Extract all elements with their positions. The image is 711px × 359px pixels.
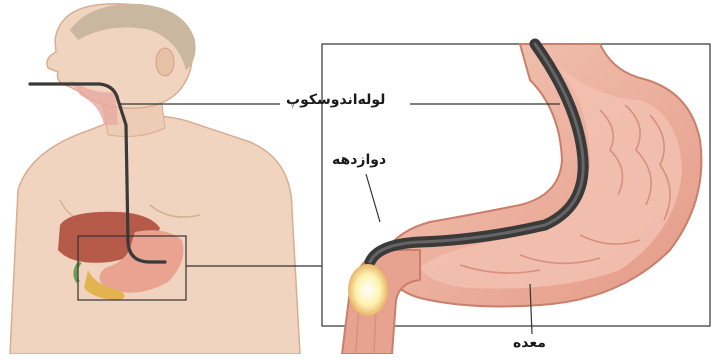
endoscope-tube-label: لوله‌اندوسکوپ (286, 92, 385, 108)
duodenum-label: دوازدهه (332, 152, 386, 168)
stomach-detail-panel (322, 44, 710, 354)
human-figure-illustration (10, 4, 300, 354)
stomach-label: معده (513, 335, 546, 351)
endoscope-light-icon (348, 264, 388, 316)
